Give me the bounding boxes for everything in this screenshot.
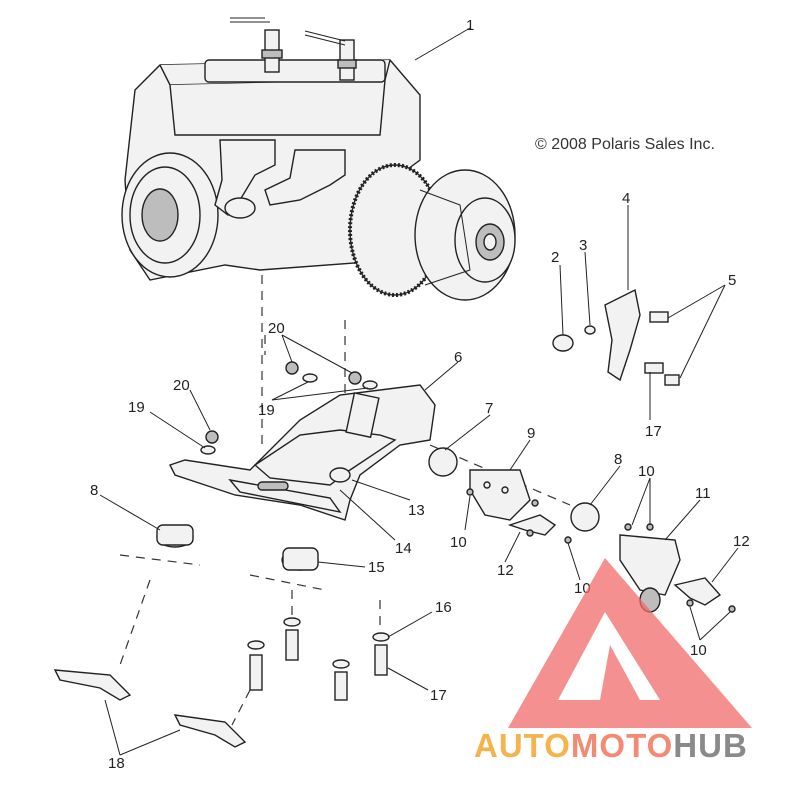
callout-18: 18 — [108, 755, 125, 772]
isolators — [156, 447, 600, 571]
assembly-lines — [119, 275, 571, 726]
callout-19-a: 19 — [128, 399, 145, 416]
watermark-moto: MOTO — [570, 727, 674, 764]
callout-20-b: 20 — [268, 320, 285, 337]
callout-4: 4 — [622, 190, 630, 207]
callout-12-b: 12 — [733, 533, 750, 550]
callout-15: 15 — [368, 559, 385, 576]
callout-5: 5 — [728, 272, 736, 289]
callout-10-a: 10 — [638, 463, 655, 480]
watermark-logo — [508, 558, 752, 728]
callout-12-a: 12 — [497, 562, 514, 579]
callout-20-a: 20 — [173, 377, 190, 394]
callout-1: 1 — [466, 17, 474, 34]
callout-6: 17 — [645, 423, 662, 440]
callout-13: 13 — [408, 502, 425, 519]
leader-lines — [99, 27, 739, 756]
watermark-hub: HUB — [673, 727, 748, 764]
brackets-18 — [53, 669, 247, 748]
engine-mount-plate — [169, 384, 436, 521]
engine-assembly — [121, 17, 516, 301]
callout-8-center: 7 — [485, 400, 493, 417]
bracket-12-left — [507, 514, 557, 536]
callout-3: 3 — [579, 237, 587, 254]
callout-16: 16 — [435, 599, 452, 616]
callout-7: 6 — [454, 349, 462, 366]
watermark-auto: AUTO — [474, 727, 571, 764]
callout-10-b: 10 — [450, 534, 467, 551]
bracket-12-right — [673, 577, 722, 606]
callout-19-b: 19 — [258, 402, 275, 419]
callout-2: 2 — [551, 249, 559, 266]
copyright-notice: © 2008 Polaris Sales Inc. — [535, 136, 715, 153]
bolts — [247, 617, 390, 701]
callout-8-left: 8 — [90, 482, 98, 499]
callout-9: 9 — [527, 425, 535, 442]
callout-11: 11 — [695, 485, 711, 502]
bracket-9 — [469, 469, 531, 521]
callout-14: 14 — [395, 540, 412, 557]
bracket-4 — [552, 288, 680, 386]
callout-10-d: 10 — [690, 642, 707, 659]
hardware-nuts — [200, 361, 378, 455]
fasteners-10 — [466, 488, 736, 613]
callout-8-right: 8 — [614, 451, 622, 468]
callout-labels: 1 2 3 4 5 17 6 7 8 8 9 10 10 10 10 11 12… — [90, 17, 750, 772]
watermark-text: AUTOMOTOHUB — [474, 727, 748, 765]
callout-17: 17 — [430, 687, 447, 704]
